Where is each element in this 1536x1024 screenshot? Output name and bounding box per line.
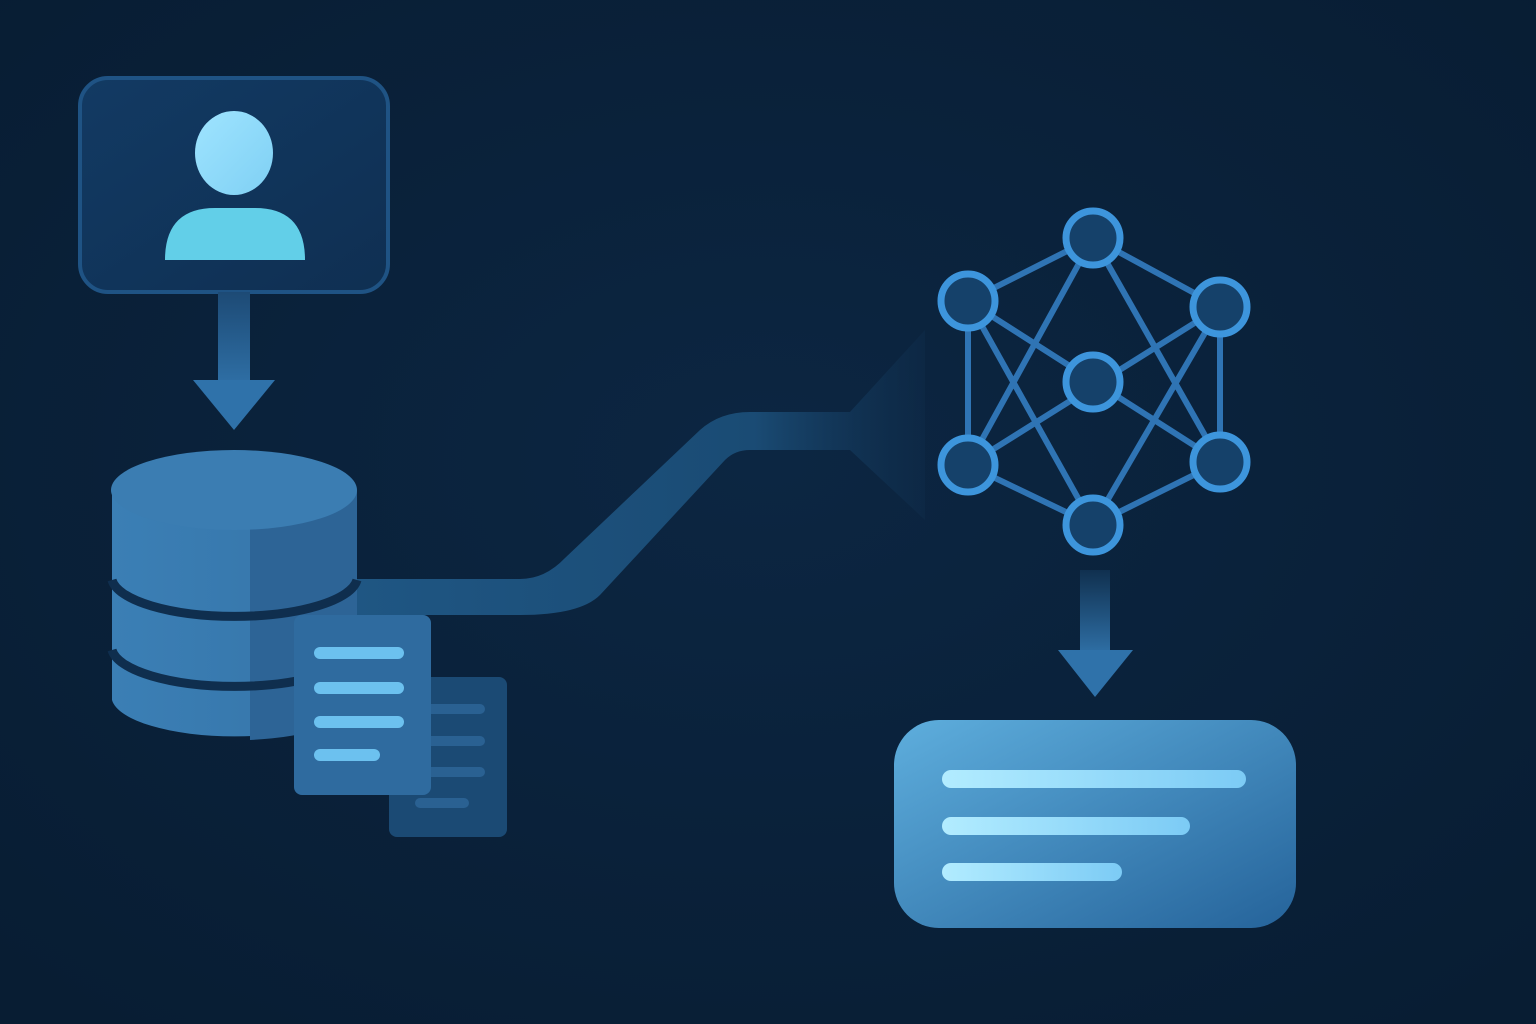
- network-node: [1062, 207, 1124, 269]
- network-node: [1062, 351, 1124, 413]
- connector-path: [357, 330, 925, 615]
- network-node: [1062, 494, 1124, 556]
- network-node: [937, 434, 999, 496]
- network-node: [1189, 276, 1251, 338]
- text-response-icon: [894, 720, 1296, 928]
- document-icon: [294, 615, 431, 795]
- network-node: [1189, 431, 1251, 493]
- network-node: [937, 270, 999, 332]
- arrow-down-icon: [193, 292, 275, 430]
- arrow-down-icon: [1058, 570, 1133, 697]
- user-card: [78, 76, 390, 294]
- user-icon: [165, 111, 305, 260]
- network-nodes: [937, 207, 1251, 556]
